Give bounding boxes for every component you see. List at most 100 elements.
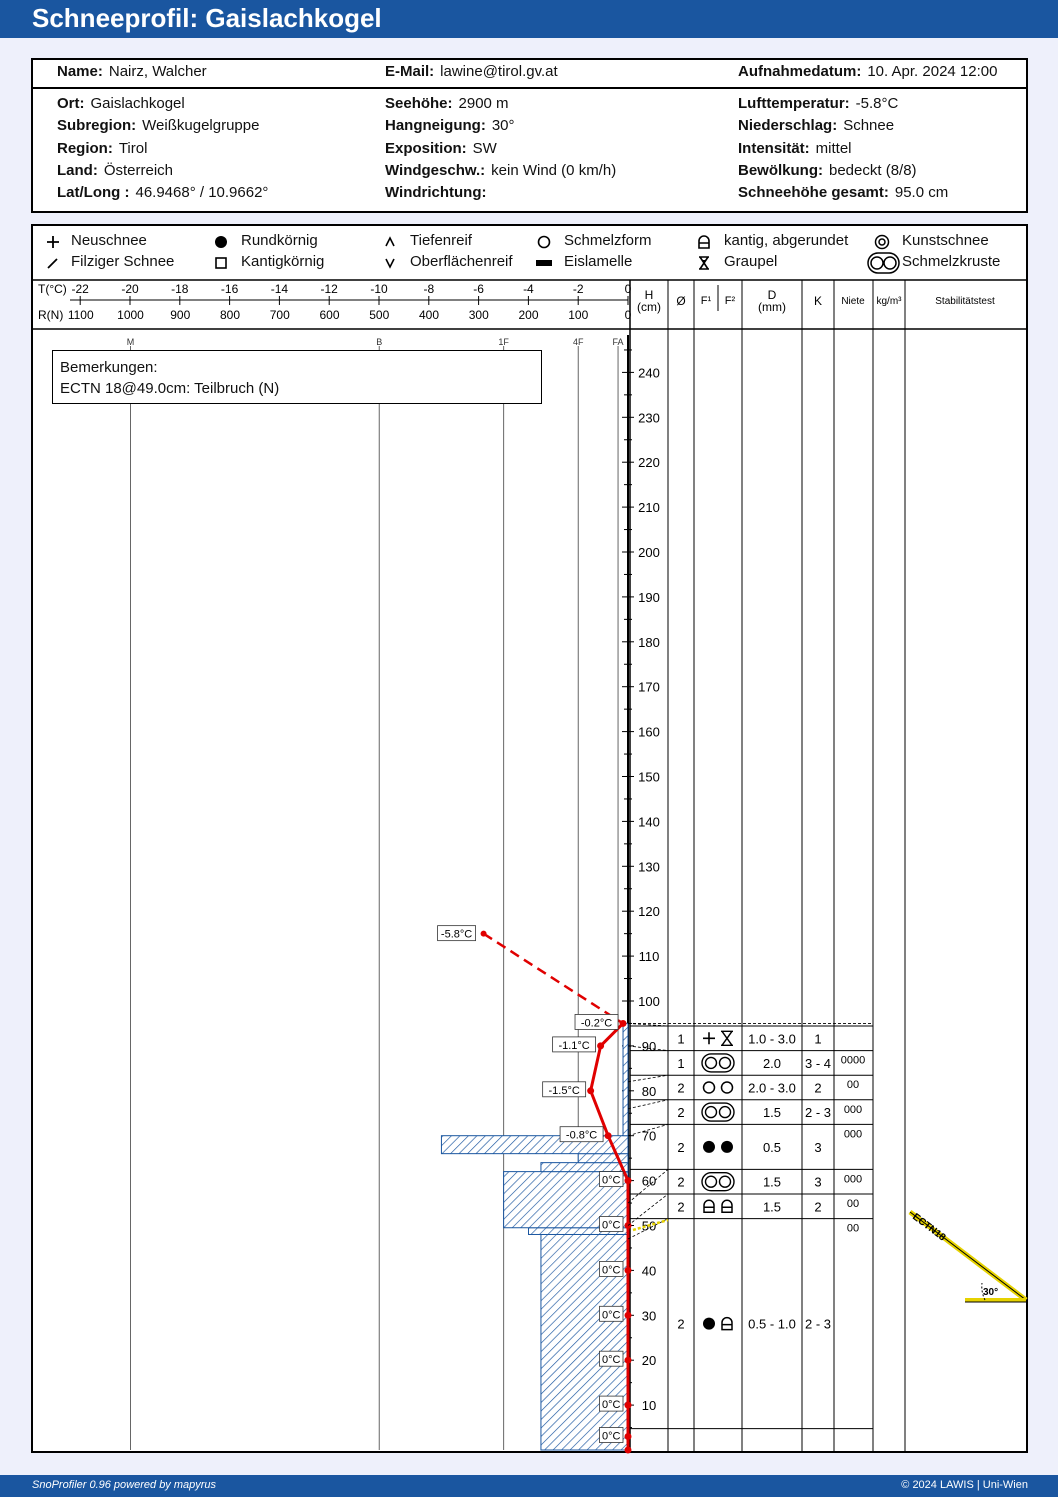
diameter-column-header: Ø	[676, 294, 685, 308]
info-separator	[33, 87, 1026, 89]
schmelzkruste-icon	[701, 1171, 735, 1192]
layer-k-value: 2	[814, 1081, 821, 1096]
schmelzkruste-icon	[701, 1102, 735, 1122]
schmelzkruste-icon-inner	[718, 1175, 732, 1188]
hardness-reference-label: 1F	[498, 337, 509, 347]
height-tick-label: 110	[639, 949, 660, 964]
rundkoernig-icon	[703, 1140, 715, 1153]
stability-column-header: Stabilitätstest	[935, 296, 995, 307]
layer-niete: 00	[847, 1079, 859, 1091]
niete-column-header: Niete	[841, 296, 865, 307]
temperature-label: 0°C	[602, 1264, 621, 1276]
temperature-label-box	[599, 1427, 624, 1443]
temperature-point	[597, 1042, 605, 1050]
latlong-field: Lat/Long :46.9468° / 10.9662°	[57, 184, 269, 201]
kunstschnee-icon	[874, 234, 890, 250]
height-tick-label: 40	[642, 1263, 656, 1278]
temperature-point	[624, 1401, 632, 1409]
email-field: E-Mail:lawine@tirol.gv.at	[385, 63, 558, 80]
exposition-field: Exposition:SW	[385, 140, 497, 157]
layer-diameter: 2	[677, 1175, 684, 1190]
layer-grain-size: 1.0 - 3.0	[748, 1031, 796, 1046]
layer-connector	[627, 1124, 669, 1137]
layer-grain-size: 2.0 - 3.0	[748, 1081, 796, 1096]
temperature-point	[619, 1019, 627, 1027]
layer-connector	[627, 1045, 669, 1051]
air-temperature-point	[480, 930, 487, 937]
hardness-reference-label: B	[376, 337, 382, 347]
legend-kunstschnee: Kunstschnee	[902, 232, 989, 249]
air-temperature-label: -5.8°C	[441, 929, 472, 941]
layer-k-value: 2	[814, 1199, 821, 1214]
temperature-tick-label: -6	[473, 282, 484, 296]
schmelzkruste-icon	[701, 1053, 735, 1073]
temperature-label-box	[559, 1126, 604, 1143]
height-tick-label: 60	[642, 1174, 656, 1189]
footer-copyright: © 2024 LAWIS | Uni-Wien	[901, 1479, 1028, 1491]
bewoelkung-field: Bewölkung:bedeckt (8/8)	[738, 162, 917, 179]
legend-eislamelle: Eislamelle	[564, 253, 633, 270]
layer-grain-size: 0.5 - 1.0	[748, 1317, 796, 1332]
height-tick-label: 160	[638, 725, 660, 740]
schmelzform-icon	[720, 1081, 734, 1094]
schmelzkruste-icon-inner	[718, 1056, 732, 1070]
legend-oberflaechenreif: Oberflächenreif	[410, 253, 513, 270]
hardness-bar	[622, 1022, 629, 1137]
height-tick-label: 190	[638, 590, 660, 605]
oberflaechenreif-icon	[385, 258, 395, 269]
neuschnee-icon	[47, 236, 59, 248]
snow-temperature-line	[589, 1022, 630, 1450]
seehoehe-field: Seehöhe:2900 m	[385, 95, 509, 112]
legend-neuschnee: Neuschnee	[71, 232, 147, 249]
temperature-label: -0.2°C	[581, 1017, 612, 1029]
k-column-header: K	[814, 294, 822, 308]
hardness-reference-label: M	[127, 337, 135, 347]
land-field: Land:Österreich	[57, 162, 174, 179]
name-field: Name:Nairz, Walcher	[57, 63, 207, 80]
height-tick-label: 120	[638, 904, 660, 919]
layer-connector	[627, 1193, 669, 1226]
layer-k-value: 2 - 3	[805, 1105, 831, 1120]
resistance-tick-label: 500	[369, 308, 389, 322]
height-tick-label: 10	[642, 1398, 656, 1413]
height-tick-label: 150	[638, 770, 660, 785]
layer-grain-size: 0.5	[763, 1140, 781, 1155]
layer-grain-size: 1.5	[763, 1199, 781, 1214]
temperature-label-box	[599, 1261, 624, 1277]
temperature-tick-label: -20	[121, 282, 139, 296]
temperature-label-box	[599, 1350, 624, 1367]
f2-column-header: F²	[725, 295, 736, 307]
height-tick-label: 90	[642, 1039, 656, 1054]
temperature-label: -0.8°C	[566, 1130, 597, 1142]
layer-niete: 0000	[841, 1055, 865, 1067]
layer-k-value: 3	[814, 1140, 821, 1155]
temperature-tick-label: -22	[72, 282, 90, 296]
subregion-field: Subregion:Weißkugelgruppe	[57, 117, 260, 134]
kantig-abgerundet-icon	[721, 1316, 733, 1331]
resistance-tick-label: 600	[319, 308, 339, 322]
resistance-tick-label: 0	[625, 308, 632, 322]
temperature-label-box	[599, 1171, 624, 1187]
layer-diameter: 2	[677, 1317, 684, 1332]
kantig-abgerundet-icon	[698, 235, 710, 249]
resistance-tick-label: 100	[568, 308, 588, 322]
temperature-point	[624, 1446, 632, 1454]
schmelzform-icon	[537, 235, 551, 249]
height-column-header: H	[645, 288, 654, 302]
intensitaet-field: Intensität:mittel	[738, 140, 852, 157]
date-field: Aufnahmedatum:10. Apr. 2024 12:00	[738, 63, 998, 80]
height-tick-label: 100	[638, 994, 660, 1009]
layer-connector	[627, 1099, 669, 1110]
graupel-icon	[699, 256, 709, 270]
region-field: Region:Tirol	[57, 140, 148, 157]
title-bar: Schneeprofil: Gaislachkogel	[0, 0, 1058, 38]
rundkoernig-icon	[703, 1317, 715, 1330]
kantig-abgerundet-icon	[703, 1199, 715, 1214]
hardness-reference-label: FA	[613, 337, 624, 347]
legend-filziger: Filziger Schnee	[71, 253, 175, 270]
height-tick-label: 240	[638, 365, 660, 380]
height-tick-label: 210	[638, 500, 660, 515]
layer-diameter: 1	[677, 1056, 684, 1071]
height-tick-label: 170	[638, 680, 660, 695]
temperature-tick-label: -14	[271, 282, 289, 296]
